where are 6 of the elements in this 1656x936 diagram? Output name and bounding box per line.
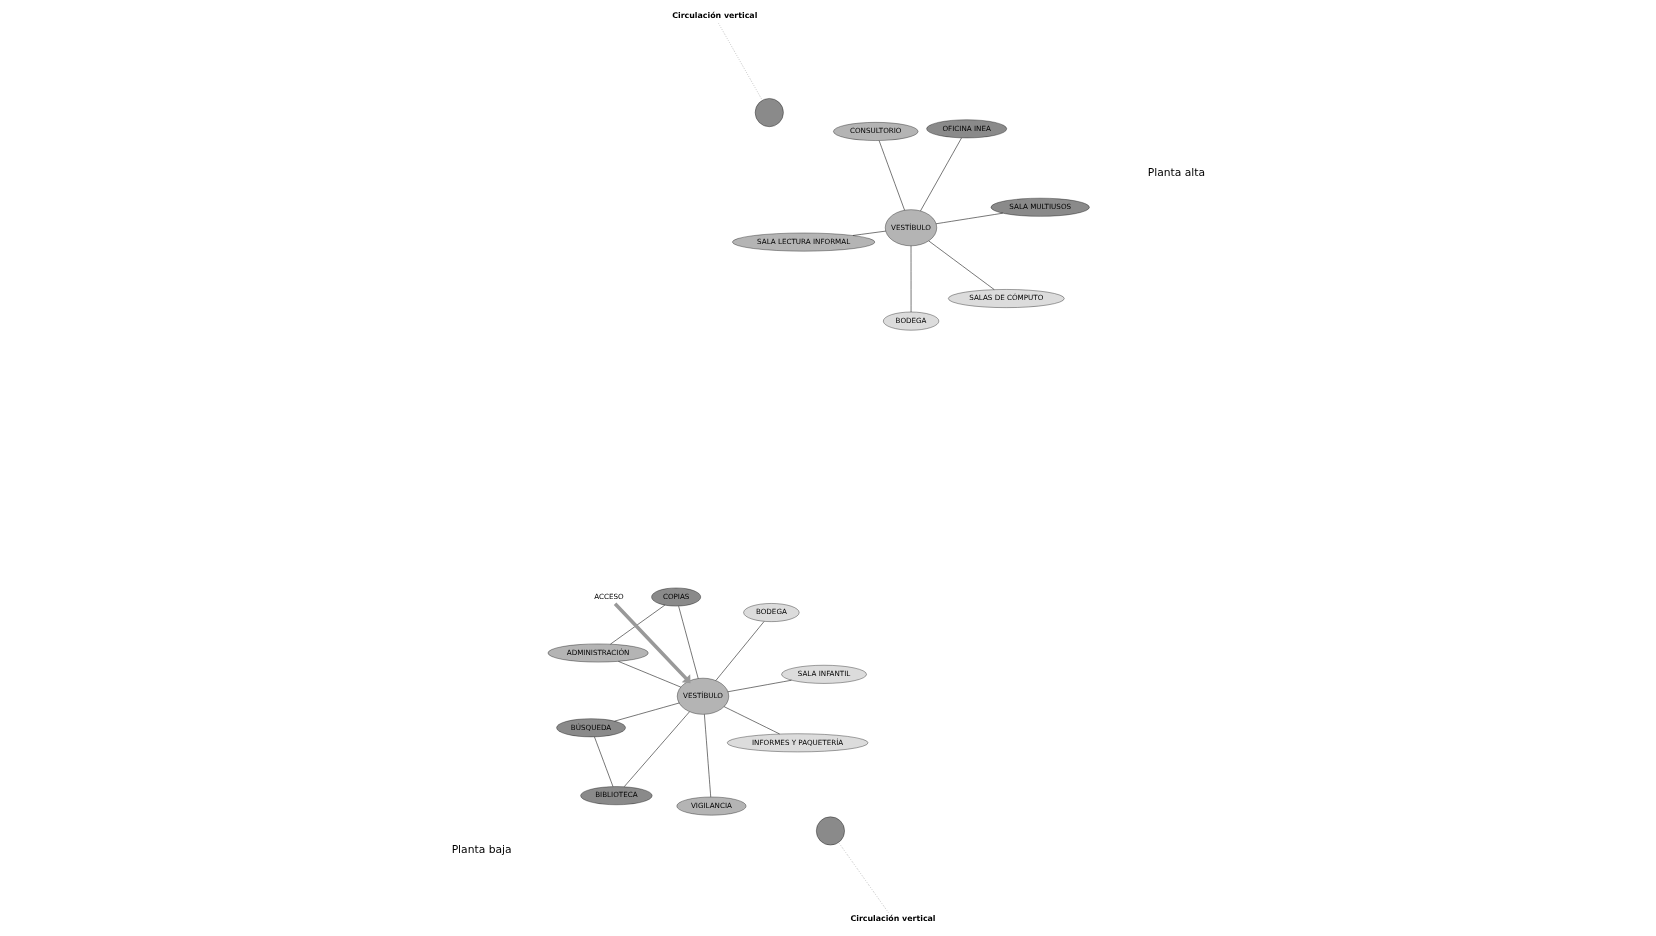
arrow <box>613 602 691 684</box>
node-circle <box>815 816 845 846</box>
label: Planta alta <box>1147 166 1205 180</box>
node-circle <box>754 98 784 127</box>
connector <box>852 230 886 236</box>
label: Planta baja <box>451 843 512 857</box>
